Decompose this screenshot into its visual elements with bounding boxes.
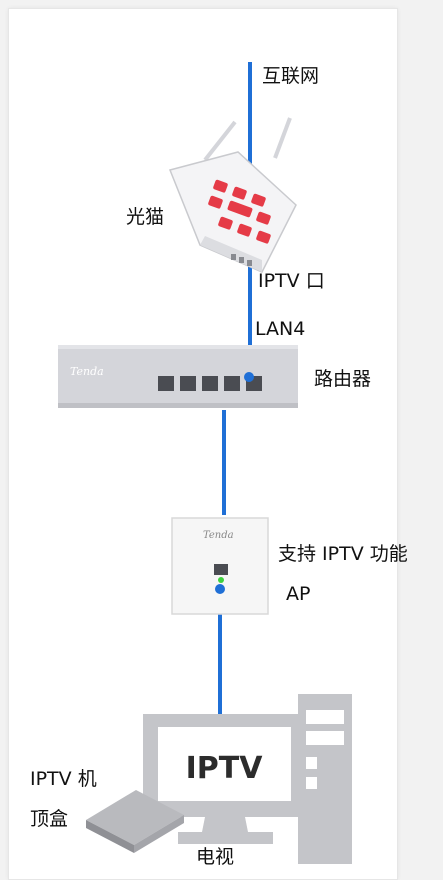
router-icon	[58, 345, 298, 408]
ap-label-line1: 支持 IPTV 功能	[278, 543, 408, 565]
router-label: 路由器	[314, 368, 372, 390]
tv-label: 电视	[196, 846, 235, 868]
stb-label-line1: IPTV 机	[30, 768, 97, 790]
ap-port-dot	[215, 584, 225, 594]
router-logo: Tenda	[70, 365, 104, 378]
ap-logo: Tenda	[203, 530, 234, 541]
lan4-label: LAN4	[255, 318, 306, 340]
router-lan4-port-dot	[244, 372, 254, 382]
stb-label-line2: 顶盒	[30, 808, 69, 830]
modem-label: 光猫	[126, 206, 165, 228]
internet-label: 互联网	[262, 65, 320, 87]
tv-screen-text: IPTV	[186, 751, 264, 786]
tv-monitor-icon	[143, 714, 306, 844]
ap-led	[218, 577, 224, 583]
iptv-port-label: IPTV 口	[258, 270, 325, 292]
optical-modem-icon	[168, 117, 297, 273]
access-point-icon	[171, 517, 269, 615]
pc-tower-icon	[298, 694, 352, 864]
set-top-box-icon	[86, 790, 184, 853]
ap-label-line2: AP	[286, 583, 311, 605]
